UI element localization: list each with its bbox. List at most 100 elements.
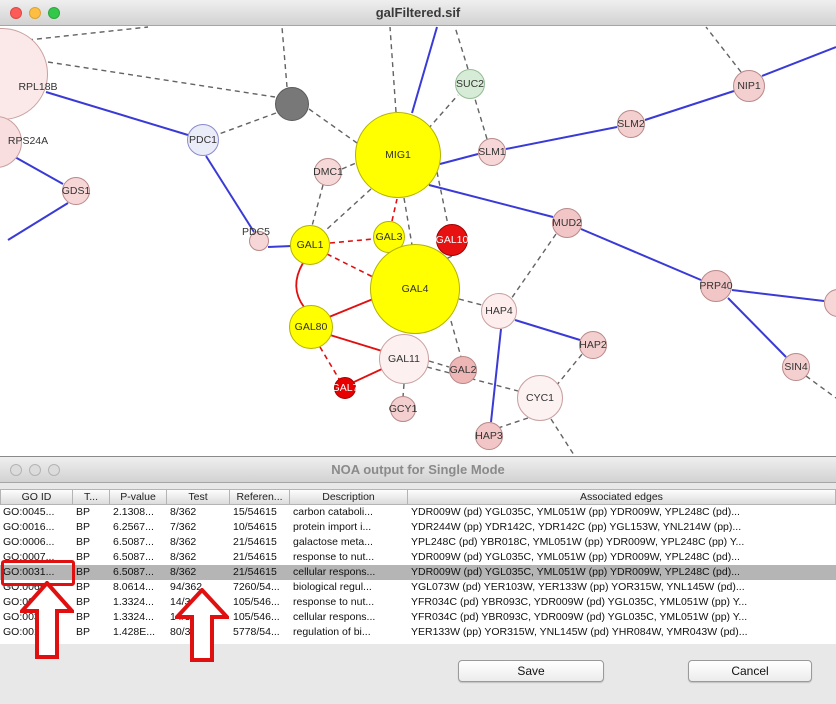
graph-edge-dash[interactable]: [427, 94, 459, 130]
column-header-test[interactable]: Test: [167, 489, 230, 505]
graph-edge-dash[interactable]: [308, 108, 358, 144]
graph-node-suc2[interactable]: [455, 69, 485, 99]
graph-edge-dash[interactable]: [550, 418, 575, 456]
graph-node-prp40[interactable]: [700, 270, 732, 302]
column-header-reference[interactable]: Referen...: [230, 489, 290, 505]
graph-node[interactable]: [275, 87, 309, 121]
graph-node-hap3[interactable]: [475, 422, 503, 450]
graph-edge-reddash[interactable]: [391, 198, 398, 222]
save-button[interactable]: Save: [458, 660, 604, 682]
graph-edge-dash[interactable]: [450, 320, 462, 358]
noa-window-titlebar[interactable]: NOA output for Single Mode: [0, 457, 836, 483]
graph-edge-reddash[interactable]: [319, 346, 340, 380]
graph-edge-red[interactable]: [329, 334, 383, 352]
graph-edge-dash[interactable]: [47, 61, 276, 98]
graph-edge-blue[interactable]: [580, 228, 702, 281]
graph-edge-dash[interactable]: [27, 26, 149, 41]
network-window-titlebar[interactable]: galFiltered.sif: [0, 0, 836, 26]
graph-edge-dash[interactable]: [281, 26, 288, 88]
graph-edge-dash[interactable]: [705, 26, 742, 73]
graph-node-mig1[interactable]: [355, 112, 441, 198]
column-header-description[interactable]: Description: [290, 489, 408, 505]
column-header-go-id[interactable]: GO ID: [0, 489, 73, 505]
graph-node-hap2[interactable]: [579, 331, 607, 359]
graph-node-gcy1[interactable]: [390, 396, 416, 422]
graph-edge-dash[interactable]: [428, 360, 450, 368]
graph-edge-dash[interactable]: [458, 298, 483, 306]
graph-edge-dash[interactable]: [389, 26, 397, 113]
graph-node-pdc5[interactable]: [249, 231, 269, 251]
graph-node-slm2[interactable]: [617, 110, 645, 138]
graph-node-gal4[interactable]: [370, 244, 460, 334]
graph-edge-blue[interactable]: [439, 153, 479, 165]
close-button[interactable]: [10, 464, 22, 476]
graph-edge-red[interactable]: [353, 368, 383, 383]
graph-node-pdc1[interactable]: [187, 124, 219, 156]
graph-edge-blue[interactable]: [727, 297, 787, 358]
graph-edge-dash[interactable]: [805, 375, 836, 399]
graph-edge-blue[interactable]: [45, 91, 189, 136]
graph-edge-blue[interactable]: [505, 126, 618, 150]
graph-edge-dash[interactable]: [497, 417, 529, 429]
graph-node-gal7[interactable]: [334, 377, 356, 399]
graph-edge-blue[interactable]: [411, 26, 438, 114]
graph-edge-reddash[interactable]: [326, 253, 374, 278]
graph-edge-dash[interactable]: [403, 197, 413, 246]
graph-edge-dash[interactable]: [474, 98, 488, 140]
graph-node-hap4[interactable]: [481, 293, 517, 329]
graph-edge-blue[interactable]: [644, 90, 735, 121]
column-header-p-value[interactable]: P-value: [110, 489, 167, 505]
graph-edge-blue[interactable]: [428, 184, 554, 218]
graph-node-gal1[interactable]: [290, 225, 330, 265]
graph-edge-blue[interactable]: [205, 155, 255, 233]
zoom-button[interactable]: [48, 7, 60, 19]
graph-node-gal80[interactable]: [289, 305, 333, 349]
graph-edge-blue[interactable]: [761, 46, 836, 77]
graph-node-mud2[interactable]: [552, 208, 582, 238]
graph-edge-dash[interactable]: [510, 233, 557, 300]
graph-edge-dash[interactable]: [454, 26, 469, 70]
graph-edge-red[interactable]: [295, 262, 305, 308]
graph-edge-dash[interactable]: [436, 171, 449, 226]
graph-edge-dash[interactable]: [325, 188, 372, 231]
graph-edge-red[interactable]: [328, 298, 374, 318]
graph-edge-blue[interactable]: [731, 289, 825, 302]
graph-node-slm1[interactable]: [478, 138, 506, 166]
graph-node-sin4[interactable]: [782, 353, 810, 381]
column-header-associated-edges[interactable]: Associated edges: [408, 489, 836, 505]
minimize-button[interactable]: [29, 7, 41, 19]
graph-edge-dash[interactable]: [341, 162, 357, 170]
graph-edge-reddash[interactable]: [329, 238, 374, 244]
graph-edge-blue[interactable]: [490, 328, 502, 423]
zoom-button[interactable]: [48, 464, 60, 476]
graph-edge-dash[interactable]: [555, 352, 584, 387]
graph-edge-dash[interactable]: [402, 383, 405, 398]
close-button[interactable]: [10, 7, 22, 19]
graph-edge-blue[interactable]: [514, 319, 581, 341]
graph-node-gal3[interactable]: [373, 221, 405, 253]
minimize-button[interactable]: [29, 464, 41, 476]
cancel-button[interactable]: Cancel: [688, 660, 812, 682]
graph-node-gal10[interactable]: [436, 224, 468, 256]
graph-node-gal2[interactable]: [449, 356, 477, 384]
graph-node-gal11[interactable]: [379, 334, 429, 384]
column-header-type[interactable]: T...: [73, 489, 110, 505]
graph-edge-dash[interactable]: [311, 184, 324, 227]
graph-edge-blue[interactable]: [267, 245, 293, 248]
graph-edge-blue[interactable]: [7, 202, 69, 241]
graph-edge-dash[interactable]: [218, 112, 277, 135]
graph-node-nip1[interactable]: [733, 70, 765, 102]
graph-node-cyc1[interactable]: [517, 375, 563, 421]
graph-node-gds1[interactable]: [62, 177, 90, 205]
graph-node-dmc1[interactable]: [314, 158, 342, 186]
